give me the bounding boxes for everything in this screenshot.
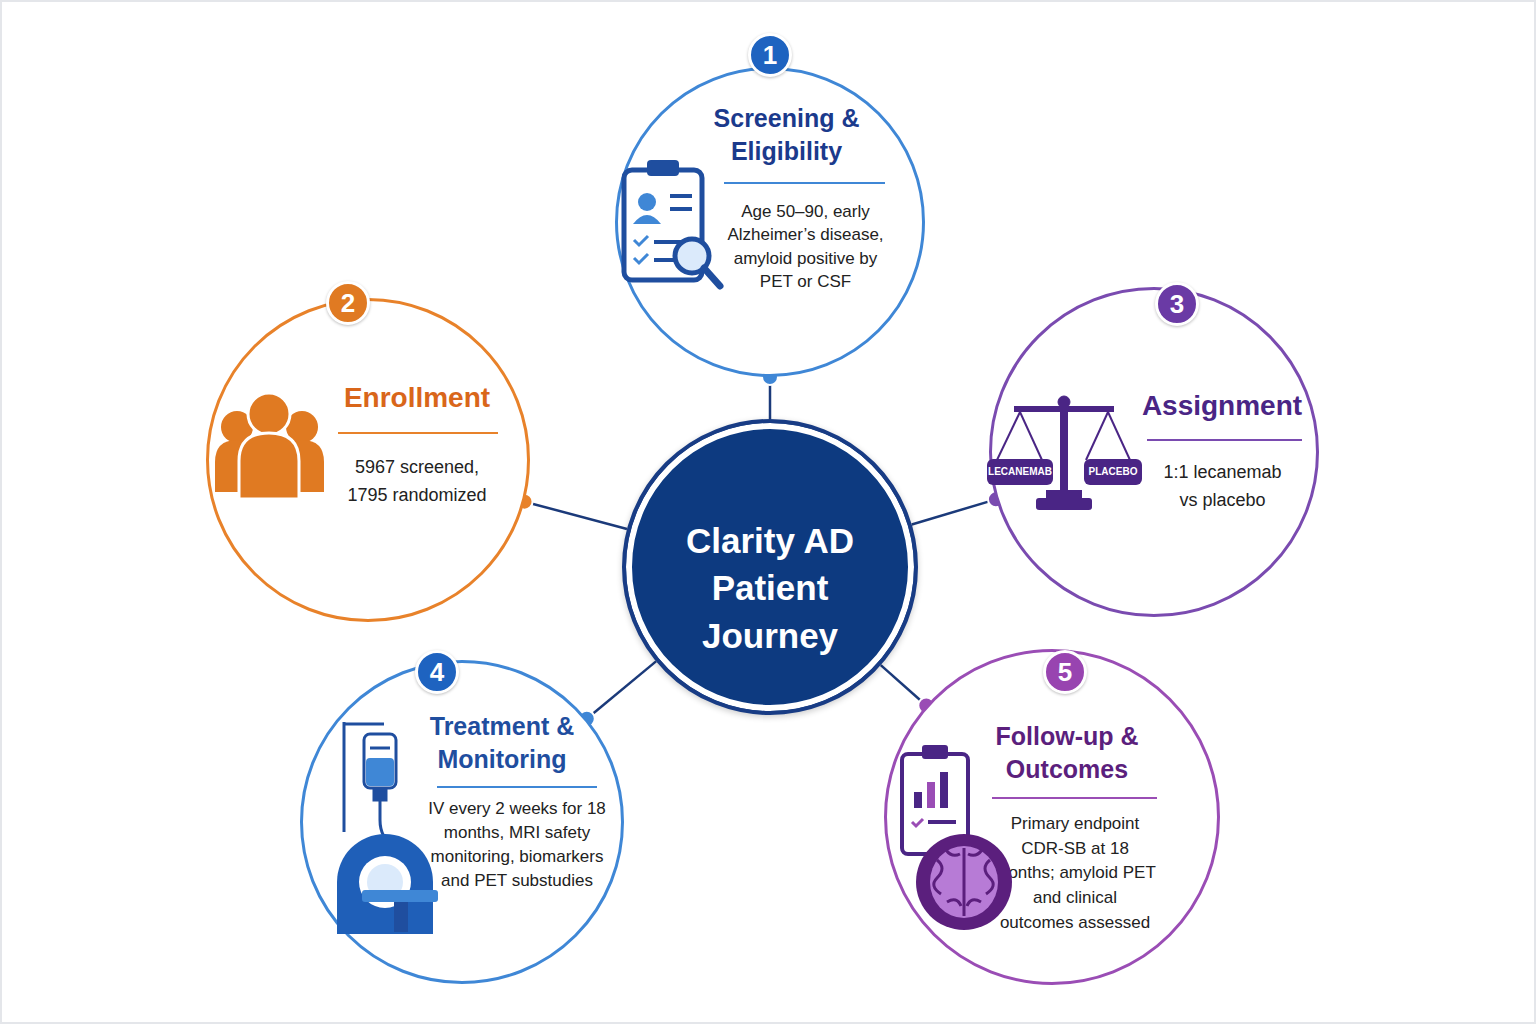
heading-rule [338, 432, 498, 434]
step-heading: Screening & Eligibility [694, 102, 879, 167]
step-circle: Enrollment 5967 screened, 1795 randomized [206, 298, 530, 622]
step-description: 1:1 lecanemab vs placebo [1160, 459, 1285, 515]
step-description: Age 50–90, early Alzheimer’s disease, am… [718, 200, 893, 294]
hub-title: Clarity AD Patient Journey [645, 517, 895, 659]
heading-rule [1147, 439, 1302, 441]
callout-number: 3 [1155, 282, 1199, 326]
scale-pan-label: PLACEBO [1084, 459, 1142, 485]
step-heading: Follow-up & Outcomes [987, 720, 1147, 785]
step-circle: Screening & EligibilityAge 50–90, early … [615, 67, 925, 377]
scale-pan-label: LECANEMAB [987, 459, 1053, 485]
connector-line [587, 661, 656, 718]
heading-rule [992, 797, 1157, 799]
connector-line [525, 502, 627, 529]
spoke-connector [517, 494, 627, 529]
heading-rule [724, 182, 885, 184]
step-circle: Treatment & Monitoring IV every 2 weeks f… [300, 660, 624, 984]
step-circle: Follow-up & OutcomesPrimary endpoint CDR… [884, 649, 1220, 985]
connector-line [881, 665, 927, 705]
spoke-connector [912, 491, 1004, 524]
callout-number: 4 [415, 650, 459, 694]
step-heading: Enrollment [332, 380, 502, 416]
step-circle: Assignment 1:1 lecanemab vs placebo [989, 287, 1319, 617]
connector-line [912, 499, 996, 524]
step-description: 5967 screened, 1795 randomized [342, 454, 492, 510]
step-heading: Assignment [1137, 388, 1307, 424]
hub-circle: Clarity AD Patient Journey [622, 419, 918, 715]
step-description: Primary endpoint CDR-SB at 18 months; am… [994, 812, 1156, 935]
step-description: IV every 2 weeks for 18 months, MRI safe… [427, 797, 607, 894]
step-heading: Treatment & Monitoring [407, 710, 597, 775]
heading-rule [437, 786, 597, 788]
callout-number: 1 [748, 33, 792, 77]
callout-number: 2 [326, 281, 370, 325]
spoke-connector [579, 661, 656, 726]
callout-number: 5 [1043, 650, 1087, 694]
